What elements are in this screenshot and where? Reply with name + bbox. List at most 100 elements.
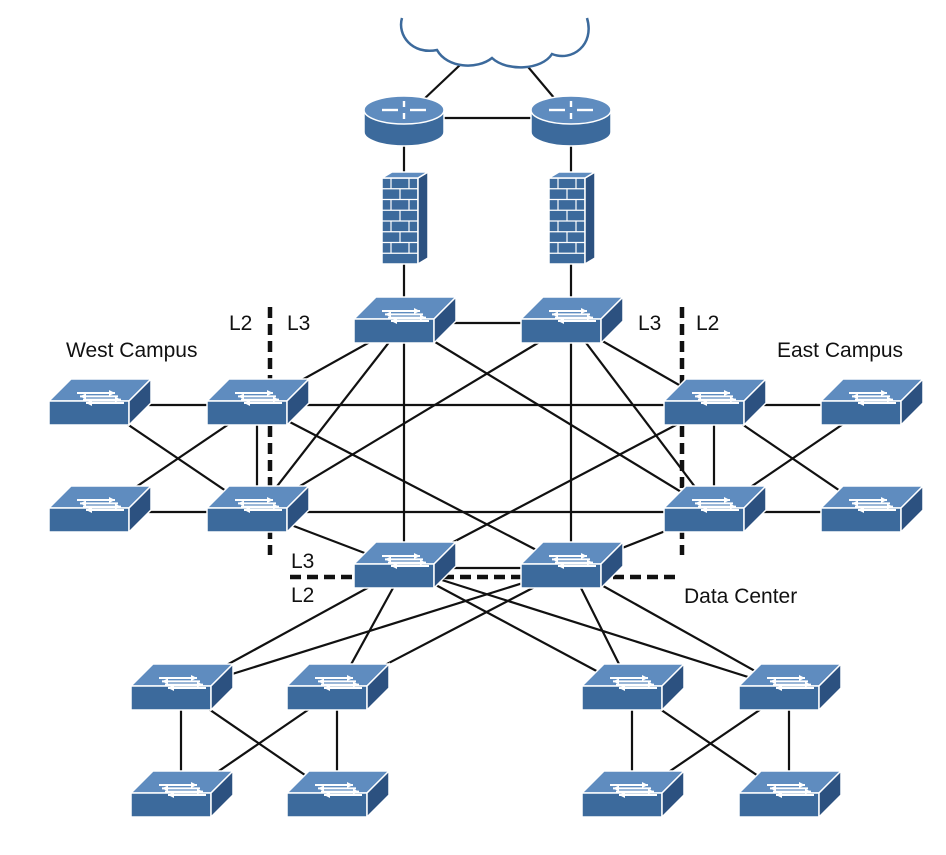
link-core-left-to-west-dist-bottom bbox=[256, 322, 405, 513]
switch-side-face bbox=[743, 377, 767, 427]
router-right-router-icon bbox=[530, 95, 612, 147]
arrow-head bbox=[115, 503, 121, 510]
switch-front-face bbox=[206, 400, 288, 426]
arrow-head bbox=[191, 675, 197, 682]
arrow-head bbox=[109, 497, 115, 504]
arrow-head bbox=[799, 782, 805, 789]
link-dc-agg-left-to-dc-right-top-1 bbox=[403, 567, 633, 691]
core-left-switch-icon bbox=[352, 295, 458, 345]
arrow-head bbox=[619, 684, 625, 691]
arrow-head bbox=[273, 396, 279, 403]
arrow-head bbox=[391, 562, 397, 569]
arrow-head bbox=[805, 788, 811, 795]
link-east-dist-top-to-dc-agg-left bbox=[403, 404, 715, 569]
dc-agg-right-switch-icon bbox=[519, 540, 625, 590]
west-dist-top-switch-icon bbox=[205, 377, 311, 427]
dc-left-top-2-switch-icon bbox=[285, 662, 391, 712]
arrow-head bbox=[238, 393, 244, 400]
cloud-outline bbox=[399, 17, 590, 69]
switch-side-face bbox=[366, 769, 390, 819]
dc-boundary-l3-label: L3 bbox=[291, 550, 315, 573]
arrow-head bbox=[587, 559, 593, 566]
switch-side-face bbox=[900, 377, 924, 427]
arrow-head bbox=[648, 788, 654, 795]
arrow-head bbox=[115, 396, 121, 403]
dc-boundary-l2-label: L2 bbox=[291, 584, 315, 607]
arrow-head bbox=[852, 500, 858, 507]
arrow-head bbox=[881, 497, 887, 504]
east-boundary-l3-label: L3 bbox=[638, 312, 662, 335]
switch-side-face bbox=[661, 769, 685, 819]
arrow-head bbox=[642, 782, 648, 789]
arrow-head bbox=[613, 678, 619, 685]
dc-left-top-1-switch-icon bbox=[129, 662, 235, 712]
switch-front-face bbox=[353, 563, 435, 589]
switch-front-face bbox=[581, 792, 663, 818]
arrow-head bbox=[80, 500, 86, 507]
dc-right-top-2-switch-icon bbox=[737, 662, 843, 712]
arrow-head bbox=[776, 791, 782, 798]
switch-front-face bbox=[520, 318, 602, 344]
arrow-head bbox=[86, 506, 92, 513]
west-boundary-l2-label: L2 bbox=[229, 312, 253, 335]
switch-front-face bbox=[738, 685, 820, 711]
west-campus-label: West Campus bbox=[66, 339, 198, 362]
switch-side-face bbox=[900, 484, 924, 534]
switch-front-face bbox=[286, 792, 368, 818]
arrow-head bbox=[244, 399, 250, 406]
arrow-head bbox=[587, 314, 593, 321]
firewall-side bbox=[584, 170, 596, 266]
arrow-head bbox=[318, 678, 324, 685]
arrow-head bbox=[109, 390, 115, 397]
switch-side-face bbox=[210, 769, 234, 819]
l2-l3-boundaries bbox=[267, 307, 685, 580]
switch-side-face bbox=[286, 377, 310, 427]
switch-front-face bbox=[286, 685, 368, 711]
switch-side-face bbox=[210, 662, 234, 712]
switch-side-face bbox=[128, 377, 152, 427]
switch-front-face bbox=[48, 507, 130, 533]
arrow-head bbox=[581, 308, 587, 315]
cloud-icon bbox=[399, 17, 590, 69]
west-access-bottom-switch-icon bbox=[47, 484, 153, 534]
arrow-head bbox=[353, 681, 359, 688]
switch-side-face bbox=[286, 484, 310, 534]
arrow-head bbox=[420, 314, 426, 321]
arrow-head bbox=[724, 390, 730, 397]
dc-left-bottom-1-switch-icon bbox=[129, 769, 235, 819]
arrow-head bbox=[695, 500, 701, 507]
switch-front-face bbox=[130, 685, 212, 711]
arrow-head bbox=[267, 497, 273, 504]
arrow-head bbox=[347, 782, 353, 789]
router-top bbox=[530, 95, 612, 125]
firewall-top bbox=[379, 171, 431, 179]
link-core-left-to-east-dist-bottom bbox=[403, 322, 715, 513]
switch-side-face bbox=[433, 295, 457, 345]
arrow-head bbox=[347, 675, 353, 682]
switch-side-face bbox=[433, 540, 457, 590]
firewall-right-firewall-icon bbox=[546, 170, 598, 266]
devices-layer bbox=[47, 17, 925, 819]
switch-side-face bbox=[743, 484, 767, 534]
arrow-head bbox=[770, 678, 776, 685]
arrow-head bbox=[805, 681, 811, 688]
arrow-head bbox=[730, 503, 736, 510]
dc-right-bottom-1-switch-icon bbox=[580, 769, 686, 819]
arrow-head bbox=[197, 788, 203, 795]
east-dist-top-switch-icon bbox=[662, 377, 768, 427]
router-top bbox=[363, 95, 445, 125]
arrow-head bbox=[695, 393, 701, 400]
arrow-head bbox=[887, 396, 893, 403]
arrow-head bbox=[776, 684, 782, 691]
arrow-head bbox=[324, 684, 330, 691]
switch-front-face bbox=[663, 507, 745, 533]
link-core-right-to-east-dist-bottom bbox=[570, 322, 715, 513]
arrow-head bbox=[238, 500, 244, 507]
east-boundary-l2-label: L2 bbox=[696, 312, 720, 335]
arrow-head bbox=[799, 675, 805, 682]
arrow-head bbox=[887, 503, 893, 510]
arrow-head bbox=[162, 785, 168, 792]
switch-front-face bbox=[130, 792, 212, 818]
